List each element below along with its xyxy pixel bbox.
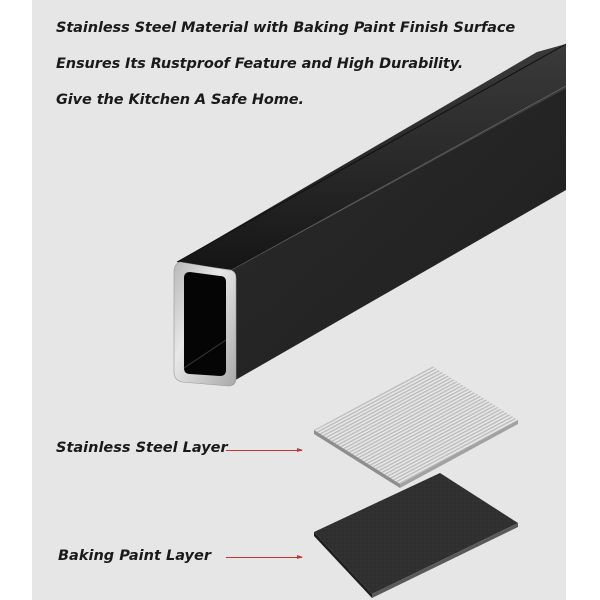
product-illustration — [173, 43, 566, 598]
headline-durability: Ensures Its Rustproof Feature and High D… — [56, 56, 464, 72]
stainless-steel-layer-swatch — [314, 366, 518, 488]
baking-paint-layer-label: Baking Paint Layer — [58, 548, 211, 564]
headline-material: Stainless Steel Material with Baking Pai… — [56, 20, 516, 36]
stainless-steel-arrow-icon — [226, 448, 303, 452]
headline-safe-home: Give the Kitchen A Safe Home. — [56, 92, 304, 108]
product-panel: Stainless Steel Material with Baking Pai… — [32, 0, 566, 600]
steel-tube — [173, 43, 566, 387]
baking-paint-arrow-icon — [226, 555, 303, 559]
stainless-steel-layer-label: Stainless Steel Layer — [56, 440, 228, 456]
baking-paint-layer-swatch — [314, 473, 518, 598]
